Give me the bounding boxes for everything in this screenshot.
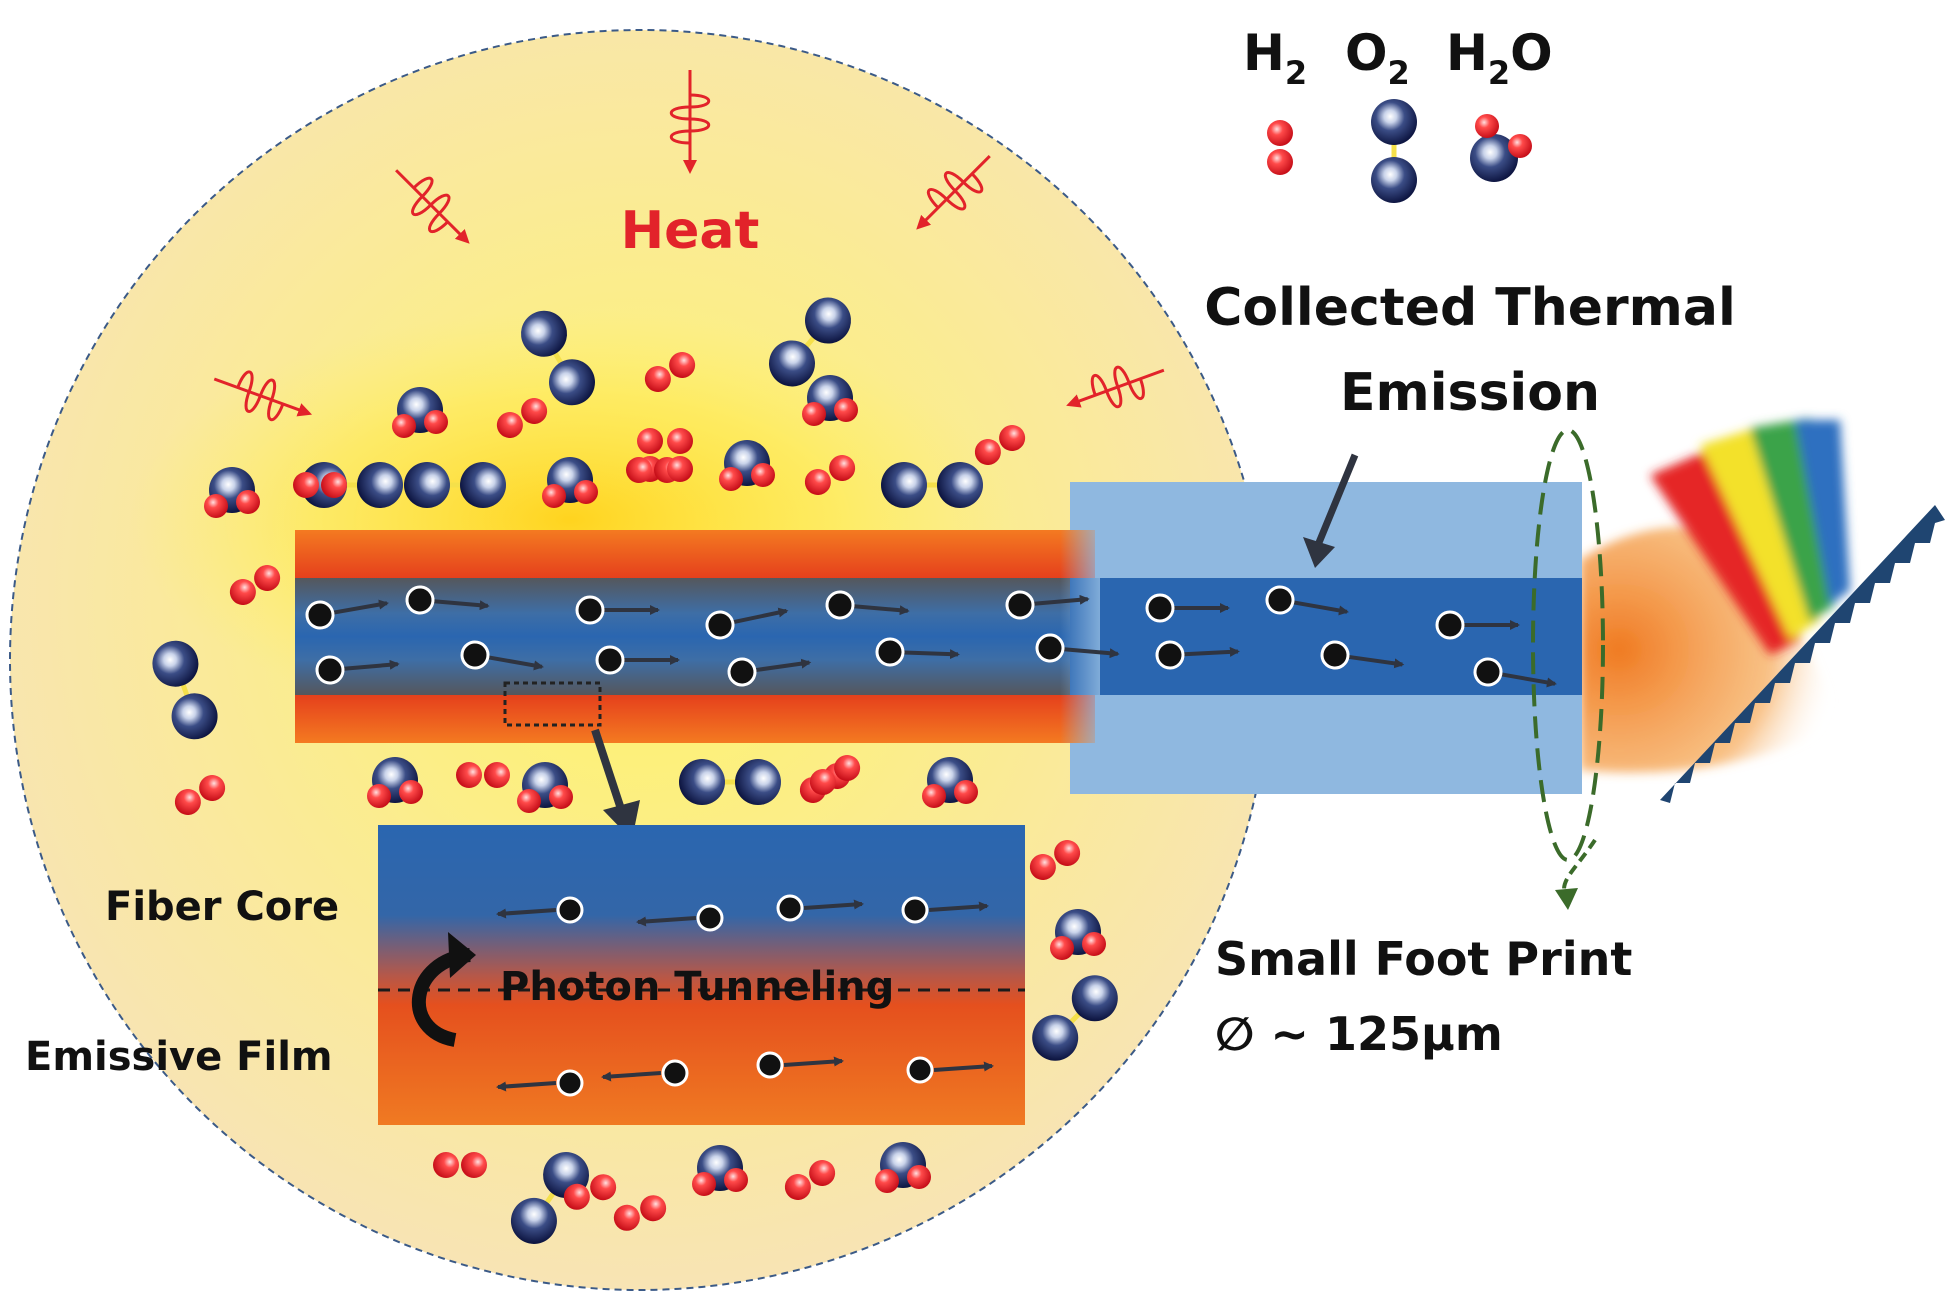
emissive-film-label: Emissive Film [25, 1034, 333, 1080]
fiber-core-label: Fiber Core [105, 884, 339, 930]
h2o-molecule [204, 467, 260, 518]
fiber-core-bare [1070, 578, 1582, 695]
photon [595, 645, 680, 675]
footprint-label-1: Small Foot Print [1215, 932, 1632, 986]
photon [305, 599, 389, 630]
emissive-film-bottom [295, 695, 1095, 743]
photon [825, 590, 910, 620]
photon [1035, 633, 1120, 663]
h2o-molecule [1050, 909, 1106, 960]
legend-o2-molecule [1371, 99, 1417, 203]
photon [1155, 640, 1240, 670]
h2-molecule [644, 352, 696, 392]
o2-molecule [679, 759, 781, 805]
fiber-photons [305, 585, 1557, 688]
legend-h2o-label: H2O [1446, 24, 1553, 92]
h2o-molecule [692, 1145, 748, 1196]
photon [906, 1056, 994, 1084]
h2-molecule [784, 1160, 836, 1200]
heat-arrows [213, 70, 1165, 422]
footprint-label-2: ∅ ~ 125μm [1215, 1007, 1503, 1061]
o2-molecule [521, 310, 595, 406]
h2-molecule [433, 1152, 487, 1178]
photon [756, 1051, 844, 1079]
h2o-molecule [802, 375, 858, 426]
heat-label: Heat [621, 201, 760, 261]
photon [601, 1059, 689, 1087]
zoom-region-marker [503, 681, 602, 727]
diffraction-grating [1660, 505, 1945, 803]
photon [405, 585, 490, 615]
h2-molecule [809, 755, 861, 795]
photon [776, 894, 864, 922]
coating-edge-fade [1060, 530, 1100, 743]
heat-arrow [395, 169, 470, 244]
o2-molecule [404, 462, 506, 508]
photon [727, 657, 812, 687]
collected-emission-label-1: Collected Thermal [1204, 278, 1736, 338]
h2o-molecule [719, 440, 775, 491]
legend-h2-molecule [1267, 120, 1293, 175]
dispersed-spectrum [1650, 418, 1850, 655]
h2o-molecule [517, 762, 573, 813]
heat-arrow [916, 155, 991, 230]
photon [1005, 590, 1090, 620]
photon [1435, 610, 1520, 640]
h2o-molecule [367, 757, 423, 808]
photon [1473, 657, 1557, 688]
heat-arrow [213, 370, 313, 422]
collected-emission-arrow-head [1303, 537, 1335, 568]
o2-molecule [1032, 975, 1118, 1061]
heat-arrow [669, 70, 711, 174]
inset-photons [496, 894, 994, 1097]
heat-arrow [1066, 365, 1165, 409]
photon [315, 655, 400, 685]
gas-molecules [152, 297, 1118, 1244]
o2-molecule [881, 462, 983, 508]
h2-molecule [804, 455, 856, 495]
h2-molecule [174, 775, 226, 815]
photon [496, 896, 584, 924]
photon [1265, 585, 1349, 616]
h2-molecule [293, 472, 347, 498]
photon [575, 595, 660, 625]
zoom-arrow [591, 728, 626, 814]
photon [875, 637, 960, 667]
h2o-molecule [922, 757, 978, 808]
photon [901, 896, 989, 924]
footprint-arrow [1562, 838, 1597, 896]
collected-emission-label-2: Emission [1340, 363, 1600, 423]
h2-molecule [563, 1174, 617, 1210]
photon [460, 640, 544, 671]
h2o-molecule [542, 457, 598, 508]
legend-h2-label: H2 [1243, 24, 1307, 92]
legend-o2-label: O2 [1345, 24, 1410, 92]
photon [496, 1069, 584, 1097]
h2-molecule [456, 762, 510, 788]
footprint-arrow-head [1555, 888, 1578, 910]
h2o-molecule [392, 387, 448, 438]
photon [1145, 593, 1230, 623]
h2-molecule [229, 565, 281, 605]
h2-molecule [974, 425, 1026, 465]
emissive-film-top [295, 530, 1095, 578]
legend-h2o-molecule [1470, 114, 1532, 182]
h2-molecule [667, 428, 693, 482]
photon [1320, 640, 1405, 670]
h2-molecule [496, 398, 548, 438]
photon-tunneling-label: Photon Tunneling [500, 964, 894, 1010]
photon [636, 904, 724, 932]
collected-emission-arrow [1314, 453, 1359, 547]
tunneling-arrow-head [448, 932, 476, 978]
o2-molecule [769, 297, 851, 387]
h2-molecule [613, 1195, 667, 1231]
h2-molecule [1029, 840, 1081, 880]
o2-molecule [152, 640, 218, 740]
h2o-molecule [875, 1142, 931, 1193]
footprint-ellipse [1531, 428, 1605, 862]
photon [705, 607, 789, 640]
